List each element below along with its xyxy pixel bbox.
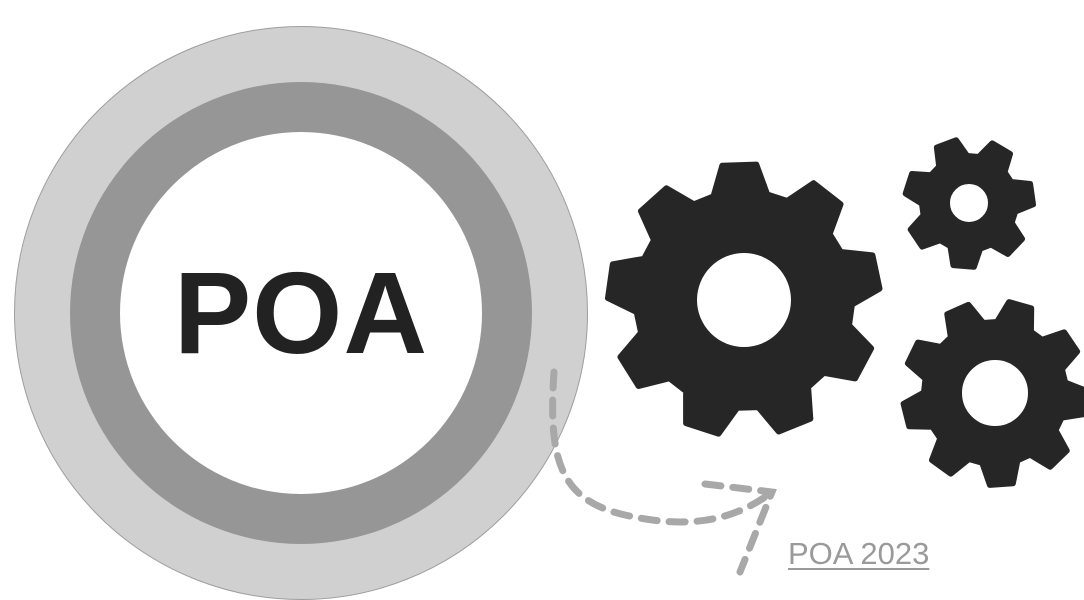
diagram-stage: POA POA 2023 xyxy=(14,26,1084,600)
dashed-curved-arrow-icon xyxy=(549,368,777,576)
gear-icon-large xyxy=(605,161,883,437)
gear-icon-medium xyxy=(900,299,1084,488)
gear-small-shape xyxy=(902,137,1036,270)
gear-medium-shape xyxy=(900,299,1084,488)
center-title: POA xyxy=(173,248,429,378)
poa-2023-link[interactable]: POA 2023 xyxy=(788,536,930,571)
gear-icon-small xyxy=(902,137,1036,270)
gear-large-shape xyxy=(605,161,883,437)
inner-circle xyxy=(120,132,482,494)
gears-and-arrow-layer xyxy=(549,137,1084,576)
